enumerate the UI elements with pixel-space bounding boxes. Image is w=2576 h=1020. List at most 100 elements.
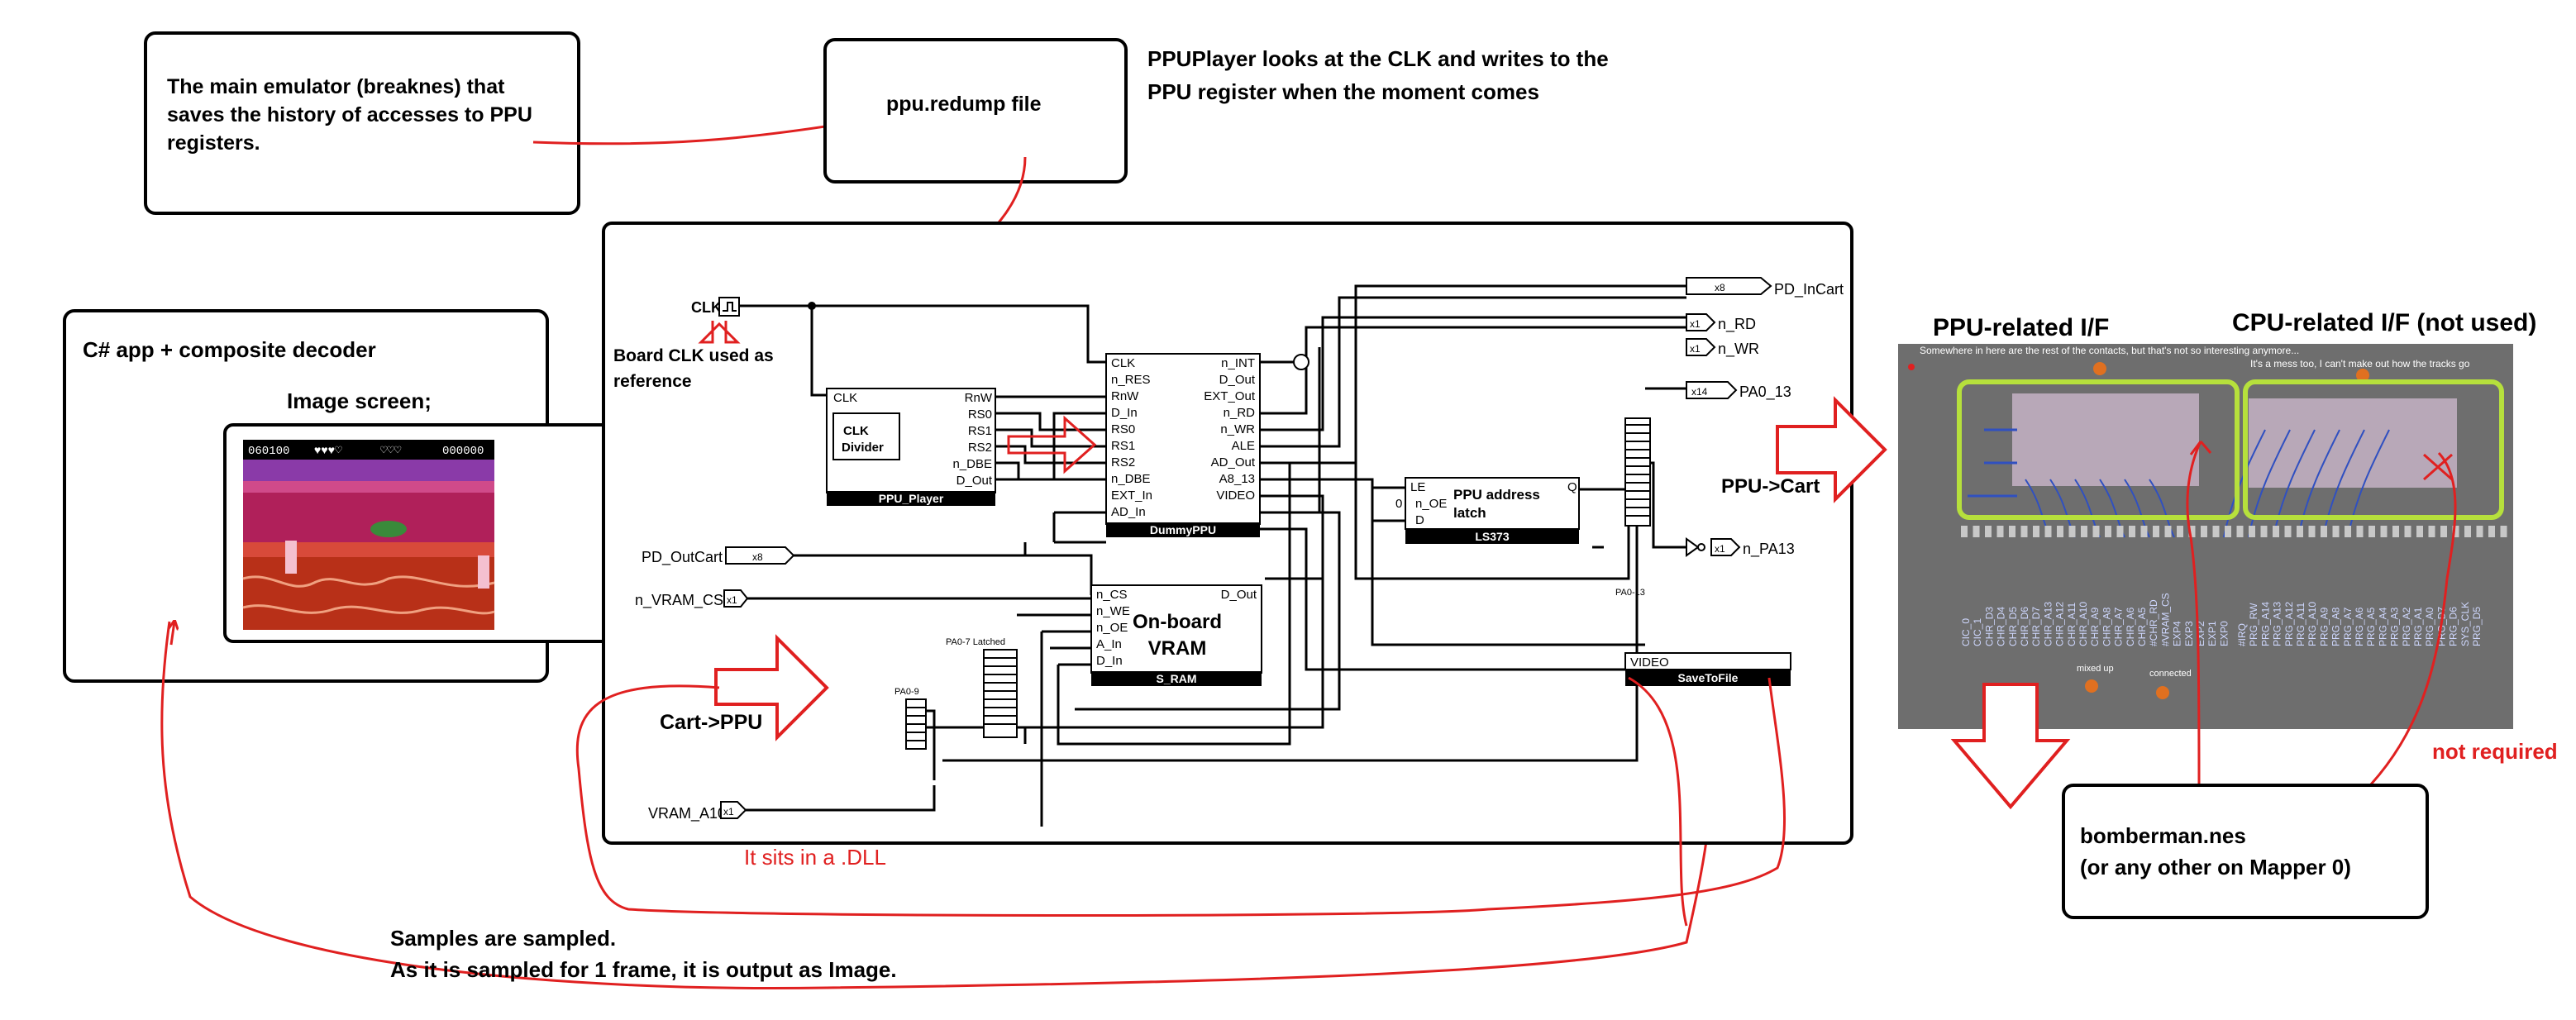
pcb-contact [2428, 526, 2435, 537]
pcb-contact [2140, 526, 2148, 537]
cpu-pin-label: PRG_A11 [2295, 603, 2306, 646]
ppu-pin-label: CIC_1 [1972, 618, 1983, 646]
cart-loop-line [575, 677, 1787, 917]
port-nrd: n_RD [1718, 316, 1756, 333]
pcb-down-arrow [1950, 683, 2071, 810]
latch-pin-le: LE [1410, 480, 1425, 494]
svg-text:♡♡♡: ♡♡♡ [380, 445, 402, 458]
rom-line-2: (or any other on Mapper 0) [2080, 855, 2351, 879]
vram-pin-0: n_CS [1096, 588, 1128, 602]
player-out-3: RS2 [968, 441, 992, 455]
connected-note: connected [2149, 669, 2192, 679]
dummy-pin-l9: AD_In [1111, 505, 1146, 519]
emulator-line-3: registers. [167, 131, 260, 155]
dummy-pin-r5: ALE [1232, 439, 1255, 453]
ppu-pin-label: CHR_A8 [2101, 607, 2112, 646]
vram-title-1: On-board [1133, 611, 1222, 633]
latch-title-1: PPU address [1453, 487, 1540, 503]
cpu-pin-label: PRG_D6 [2448, 607, 2459, 646]
port-pa013: PA0_13 [1739, 384, 1791, 401]
pcb-contact [2488, 526, 2495, 537]
player-out-2: RS1 [968, 424, 992, 438]
rom-link-ppu [2186, 441, 2202, 788]
samples-loop-line [160, 621, 1713, 990]
latch-name: LS373 [1475, 530, 1509, 543]
save-file-loop [1628, 676, 1688, 927]
cpu-pin-label: #IRQ [2236, 623, 2248, 646]
dummy-pin-l6: RS2 [1111, 455, 1135, 469]
port-pdin-width: x8 [1715, 282, 1725, 293]
cart-to-ppu-arrow [714, 634, 829, 741]
port-nvramcs-width: x1 [727, 594, 737, 606]
pcb-contact [2332, 526, 2340, 537]
image-screen-label: Image screen; [287, 388, 432, 413]
port-pdout-width: x8 [752, 551, 763, 563]
cpu-pin-label: PRG_A0 [2424, 607, 2435, 646]
pcb-contact [2105, 526, 2111, 537]
dummy-pin-l2: RnW [1111, 389, 1139, 403]
samples-to-app-arrow [171, 622, 174, 646]
cpu-pin-label: PRG_A12 [2283, 602, 2295, 646]
pcb-contact [2153, 526, 2159, 537]
pcb-contact [2452, 526, 2459, 537]
pcb-contact [2081, 526, 2087, 537]
ppu-pin-label: CHR_A6 [2125, 607, 2136, 646]
pcb-contact [2188, 526, 2196, 537]
dummy-ppu-block: CLK n_RES RnW D_In RS0 RS1 RS2 n_DBE EXT… [1105, 353, 1309, 537]
pcb-caption-2: It's a mess too, I can't make out how th… [2250, 358, 2470, 369]
ppu-pin-label: #VRAM_CS [2159, 593, 2171, 646]
player-desc-2: PPU register when the moment comes [1147, 79, 1539, 104]
pcb-contact [2236, 526, 2244, 537]
latch-pin-d: D [1415, 513, 1424, 527]
ppu-pin-label: CHR_A5 [2136, 607, 2148, 646]
cpu-pin-label: PRG_A5 [2365, 607, 2377, 646]
dummy-pin-l7: n_DBE [1111, 472, 1151, 486]
dummy-pin-l8: EXT_In [1111, 489, 1152, 503]
dummy-pin-r0: n_INT [1221, 356, 1255, 370]
pcb-contact [2440, 526, 2447, 537]
pcb-contact [2416, 526, 2423, 537]
samples-line-2: As it is sampled for 1 frame, it is outp… [390, 957, 897, 982]
ppu-pin-label: #CHR_RD [2148, 599, 2159, 646]
player-to-dummy-arrow [1007, 415, 1097, 474]
cartridge-pcb: PPU-related I/F CPU-related I/F (not use… [1898, 309, 2536, 729]
svg-text:♥♥♥♡: ♥♥♥♡ [314, 445, 342, 458]
pcb-contact [2308, 526, 2316, 537]
emulator-line-2: saves the history of accesses to PPU [167, 103, 532, 126]
pcb-contact [2116, 526, 2124, 537]
dummy-pin-l4: RS0 [1111, 422, 1135, 436]
game-score-left: 060100 [248, 445, 289, 458]
pcb-contact [1996, 526, 2004, 537]
vram-title-2: VRAM [1148, 637, 1207, 660]
cpu-pin-label: PRG_A13 [2272, 602, 2283, 646]
ppu-pin-label: CHR_A10 [2077, 602, 2089, 646]
ppu-pin-label: CHR_A7 [2113, 607, 2125, 646]
cpu-pin-label: PRG_A1 [2412, 607, 2424, 646]
pcb-contact [1985, 526, 1992, 537]
player-out-0: RnW [965, 391, 993, 405]
player-out-5: D_Out [956, 474, 993, 488]
cpu-cross-mark [2423, 453, 2453, 481]
input-ports: PD_OutCart x8 n_VRAM_CS x1 VRAM_A10 x1 [635, 546, 795, 822]
pcb-contact [2500, 526, 2507, 537]
app-title: C# app + composite decoder [83, 337, 376, 362]
ppu-pin-label: CHR_A9 [2089, 607, 2101, 646]
ppu-pin-label: CHR_D4 [1996, 607, 2007, 646]
schematic-wires [726, 284, 1686, 827]
ppu-pin-label: EXP3 [2183, 621, 2195, 646]
dummy-pin-r2: EXT_Out [1204, 389, 1256, 403]
ppu-pin-label: CHR_A13 [2042, 602, 2054, 646]
pcb-contact [1973, 526, 1980, 537]
pcb-contact [2476, 526, 2483, 537]
port-pdincart: PD_InCart [1774, 281, 1844, 298]
rom-line-1: bomberman.nes [2080, 823, 2246, 848]
pcb-contact [2260, 526, 2268, 537]
ppu-pin-label: CIC_0 [1960, 618, 1972, 646]
pcb-contact [2284, 526, 2292, 537]
vram-pin-2: n_OE [1096, 621, 1128, 635]
pcb-contact [2392, 526, 2399, 537]
mixed-up-note: mixed up [2077, 664, 2114, 674]
port-vrama10: VRAM_A10 [648, 805, 726, 822]
pcb-contact [2404, 526, 2411, 537]
